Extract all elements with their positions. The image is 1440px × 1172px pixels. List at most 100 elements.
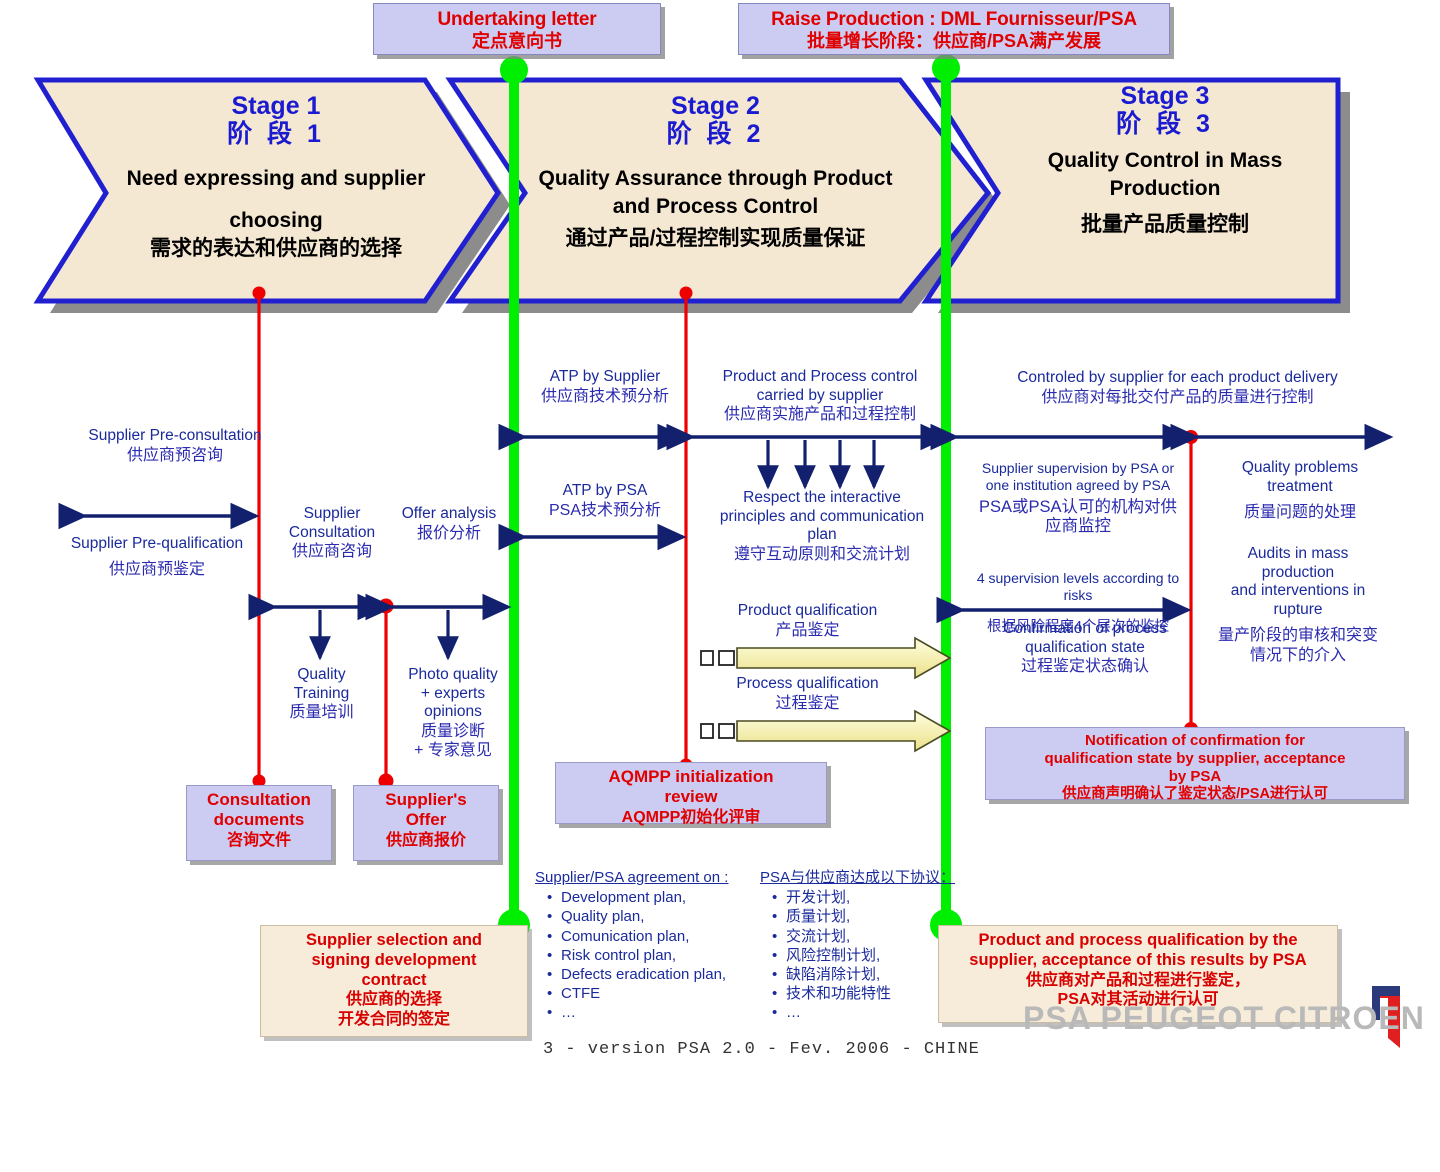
stage-2-desc-cn: 通过产品/过程控制实现质量保证 bbox=[565, 227, 866, 251]
callout-raise-production-cn: 批量增长阶段：供应商/PSA满产发展 bbox=[806, 31, 1101, 52]
box-consultation-documents-cn: 咨询文件 bbox=[226, 831, 291, 849]
label-confirmation-process: Confirmation of process qualification st… bbox=[975, 620, 1195, 676]
list-supplier-psa-agreement-en: Supplier/PSA agreement on : Development … bbox=[535, 868, 728, 1023]
label-supplier-prequalification-en: Supplier Pre-qualification bbox=[70, 535, 244, 552]
callout-raise-production[interactable]: Raise Production : DML Fournisseur/PSA 批… bbox=[738, 3, 1170, 55]
box-supplier-selection-cn-1: 供应商的选择 bbox=[345, 991, 442, 1009]
stage-3-desc-en-1: Quality Control in Mass bbox=[1047, 148, 1283, 172]
label-atp-by-psa-cn: PSA技术预分析 bbox=[548, 501, 662, 519]
psa-brand-wordmark: PSA PEUGEOT CITROEN bbox=[1023, 1000, 1425, 1036]
box-aqmpp-review[interactable]: AQMPP initialization review AQMPP初始化评审 bbox=[555, 762, 827, 826]
list-item: Risk control plan, bbox=[547, 946, 728, 965]
label-supplier-preconsultation-en: Supplier Pre-consultation bbox=[88, 427, 262, 444]
list-item: CTFE bbox=[547, 984, 728, 1003]
label-product-process-control-cn: 供应商实施产品和过程控制 bbox=[723, 406, 916, 424]
box-supplier-selection-en-3: contract bbox=[361, 970, 427, 989]
label-quality-problems-en-1: Quality problems bbox=[1241, 459, 1359, 476]
label-audits-mass-production-en-3: and interventions in bbox=[1230, 582, 1366, 600]
list-item: … bbox=[772, 1003, 955, 1022]
list-supplier-psa-agreement-cn-items: 开发计划, 质量计划, 交流计划, 风险控制计划, 缺陷消除计划, 技术和功能特… bbox=[760, 888, 955, 1023]
box-product-process-qualification[interactable]: Product and process qualification by the… bbox=[938, 925, 1338, 1023]
box-consultation-documents[interactable]: Consultation documents 咨询文件 bbox=[186, 785, 332, 861]
stage-1-desc-cn: 需求的表达和供应商的选择 bbox=[150, 237, 402, 261]
box-supplier-selection-en-2: signing development bbox=[311, 950, 477, 969]
list-item: Comunication plan, bbox=[547, 927, 728, 946]
stage-3-desc-en-2: Production bbox=[1109, 176, 1221, 200]
slide-footer: 3 - version PSA 2.0 - Fev. 2006 - CHINE bbox=[543, 1040, 980, 1059]
box-product-process-qualification-cn-2: PSA对其活动进行认可 bbox=[1057, 990, 1219, 1008]
label-supervision-levels: 4 supervision levels according to risks … bbox=[960, 570, 1196, 636]
callout-raise-production-en: Raise Production : DML Fournisseur/PSA bbox=[771, 9, 1137, 30]
label-photo-quality-cn-1: 质量诊断 bbox=[420, 722, 485, 740]
box-supplier-selection-en-1: Supplier selection and bbox=[305, 931, 483, 949]
box-suppliers-offer[interactable]: Supplier's Offer 供应商报价 bbox=[353, 785, 499, 861]
stage-3-text: Stage 3 阶 段 3 Quality Control in Mass Pr… bbox=[1000, 82, 1330, 1162]
stage-3-title-cn: 阶 段 3 bbox=[1116, 110, 1214, 138]
list-item: 开发计划, bbox=[772, 888, 955, 907]
label-supplier-supervision-en-2: one institution agreed by PSA bbox=[985, 476, 1171, 493]
label-supplier-preconsultation: Supplier Pre-consultation 供应商预咨询 bbox=[60, 427, 290, 465]
label-photo-quality-en-3: opinions bbox=[424, 703, 482, 721]
label-atp-by-supplier: ATP by Supplier 供应商技术预分析 bbox=[515, 368, 695, 406]
label-quality-training-en-1: Quality bbox=[297, 666, 346, 683]
label-product-qualification: Product qualification 产品鉴定 bbox=[700, 602, 915, 640]
label-audits-mass-production: Audits in mass production and interventi… bbox=[1198, 545, 1398, 665]
label-photo-quality-cn-2: + 专家意见 bbox=[414, 741, 492, 759]
box-aqmpp-review-en-2: review bbox=[664, 787, 718, 807]
label-audits-mass-production-en-1: Audits in mass bbox=[1247, 545, 1349, 562]
stage-1-desc-en-2: choosing bbox=[229, 208, 323, 232]
box-product-process-qualification-cn-1: 供应商对产品和过程进行鉴定， bbox=[1025, 971, 1250, 989]
callout-undertaking-letter-cn: 定点意向书 bbox=[472, 31, 562, 52]
box-notification-confirmation-en-2: qualification state by supplier, accepta… bbox=[1044, 750, 1346, 767]
box-notification-confirmation[interactable]: Notification of confirmation for qualifi… bbox=[985, 727, 1405, 802]
label-supplier-consultation-en-1: Supplier bbox=[303, 505, 361, 522]
label-supplier-supervision: Supplier supervision by PSA or one insti… bbox=[962, 460, 1194, 537]
box-notification-confirmation-cn: 供应商声明确认了鉴定状态/PSA进行认可 bbox=[1062, 786, 1328, 802]
label-respect-interactive-en-2: principles and communication bbox=[719, 507, 925, 525]
label-product-qualification-cn: 产品鉴定 bbox=[775, 621, 840, 639]
label-supplier-consultation: Supplier Consultation 供应商咨询 bbox=[270, 505, 394, 561]
box-suppliers-offer-en-1: Supplier's bbox=[385, 790, 467, 809]
list-supplier-psa-agreement-cn: PSA与供应商达成以下协议： 开发计划, 质量计划, 交流计划, 风险控制计划,… bbox=[760, 868, 955, 1023]
box-supplier-selection[interactable]: Supplier selection and signing developme… bbox=[260, 925, 528, 1037]
list-supplier-psa-agreement-en-header: Supplier/PSA agreement on : bbox=[535, 869, 729, 886]
list-item: 质量计划, bbox=[772, 907, 955, 926]
list-item: Defects eradication plan, bbox=[547, 965, 728, 984]
label-quality-problems: Quality problems treatment 质量问题的处理 bbox=[1205, 459, 1395, 522]
stage-2-desc-en-1: Quality Assurance through Product bbox=[538, 166, 893, 190]
box-consultation-documents-en-1: Consultation bbox=[207, 790, 311, 809]
label-quality-problems-cn: 质量问题的处理 bbox=[1243, 504, 1356, 522]
label-respect-interactive-en-1: Respect the interactive bbox=[743, 489, 901, 506]
label-quality-problems-en-2: treatment bbox=[1267, 477, 1333, 495]
stage-3-title-en: Stage 3 bbox=[1120, 82, 1210, 110]
label-photo-quality-en-1: Photo quality bbox=[408, 666, 498, 683]
label-atp-by-psa-en: ATP by PSA bbox=[562, 482, 648, 499]
stage-1-desc-en-1: Need expressing and supplier bbox=[126, 166, 426, 190]
box-supplier-selection-cn-2: 开发合同的签定 bbox=[337, 1010, 450, 1028]
box-notification-confirmation-en-1: Notification of confirmation for bbox=[1085, 732, 1305, 749]
label-confirmation-process-cn: 过程鉴定状态确认 bbox=[1020, 658, 1149, 676]
label-process-qualification: Process qualification 过程鉴定 bbox=[700, 675, 915, 713]
label-photo-quality: Photo quality + experts opinions 质量诊断 + … bbox=[392, 666, 514, 760]
label-audits-mass-production-cn-2: 情况下的介入 bbox=[1249, 646, 1346, 664]
list-supplier-psa-agreement-en-items: Development plan, Quality plan, Comunica… bbox=[535, 888, 728, 1023]
callout-undertaking-letter[interactable]: Undertaking letter 定点意向书 bbox=[373, 3, 661, 55]
label-process-qualification-cn: 过程鉴定 bbox=[775, 694, 840, 712]
box-product-process-qualification-en-2: supplier, acceptance of this results by … bbox=[969, 950, 1307, 969]
label-respect-interactive-en-3: plan bbox=[807, 526, 837, 544]
label-offer-analysis-en: Offer analysis bbox=[401, 505, 497, 522]
label-supplier-consultation-en-2: Consultation bbox=[288, 523, 376, 541]
stage-1-title-cn: 阶 段 1 bbox=[227, 120, 325, 148]
label-quality-training: Quality Training 质量培训 bbox=[264, 666, 379, 722]
list-item: 交流计划, bbox=[772, 927, 955, 946]
label-supplier-preconsultation-cn: 供应商预咨询 bbox=[126, 446, 223, 464]
label-supplier-supervision-cn-1: PSA或PSA认可的机构对供 bbox=[978, 497, 1178, 516]
label-product-process-control: Product and Process control carried by s… bbox=[695, 368, 945, 424]
box-notification-confirmation-en-3: by PSA bbox=[1168, 768, 1222, 785]
label-offer-analysis-cn: 报价分析 bbox=[416, 524, 481, 542]
label-atp-by-psa: ATP by PSA PSA技术预分析 bbox=[515, 482, 695, 520]
box-aqmpp-review-en-1: AQMPP initialization bbox=[608, 767, 774, 786]
label-product-process-control-en-1: Product and Process control bbox=[722, 368, 918, 385]
box-product-process-qualification-en-1: Product and process qualification by the bbox=[978, 931, 1298, 949]
label-supervision-levels-cn: 根据风险程度4个层次的监控 bbox=[986, 618, 1170, 635]
